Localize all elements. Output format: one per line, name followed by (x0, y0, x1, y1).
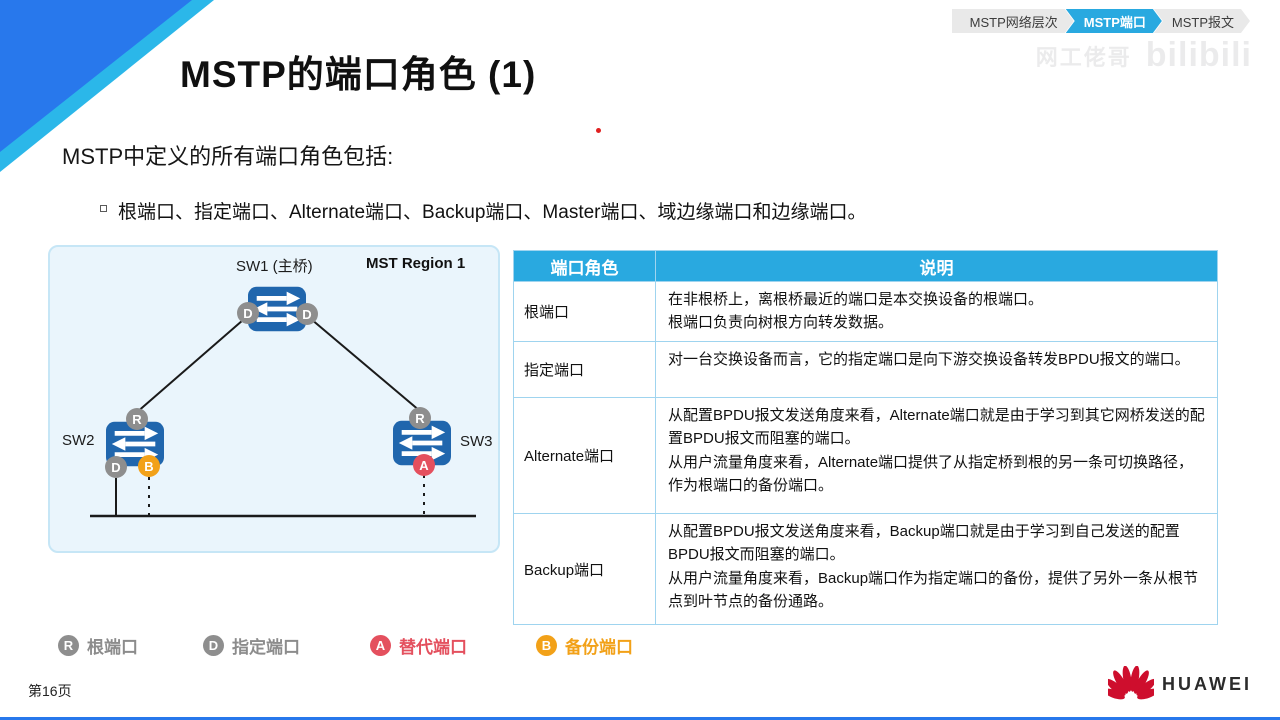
desc-line: 根端口负责向树根方向转发数据。 (668, 314, 894, 332)
huawei-brand: HUAWEI (1108, 666, 1252, 702)
huawei-flower-icon (1108, 666, 1154, 700)
desc-line: 对一台交换设备而言，它的指定端口是向下游交换设备转发BPDU报文的端口。 (668, 351, 1190, 368)
port-badge-sw2-backup: B (138, 455, 160, 477)
desc-line: 从用户流量角度来看，Alternate端口提供了从指定桥到根的另一条可切换路径，… (668, 453, 1194, 494)
desc-line: 在非根桥上，离根桥最近的端口是本交换设备的根端口。 (668, 291, 1044, 308)
root-port-icon: R (58, 635, 79, 656)
legend-label: 根端口 (87, 638, 138, 657)
legend-alternate-port: A 替代端口 (370, 633, 467, 658)
table-row-root-desc: 在非根桥上，离根桥最近的端口是本交换设备的根端口。 根端口负责向树根方向转发数据… (656, 282, 1217, 342)
switch-icon-sw1 (248, 286, 306, 332)
table-row-designated-role: 指定端口 (514, 342, 656, 398)
legend-backup-port: B 备份端口 (536, 633, 633, 658)
topology-links (90, 318, 476, 518)
legend-root-port: R 根端口 (58, 633, 138, 658)
breadcrumb-item-mstp-network[interactable]: MSTP网络层次 (952, 9, 1074, 33)
sw1-label: SW1 (主桥) (236, 258, 313, 275)
table-row-backup-desc: 从配置BPDU报文发送角度来看，Backup端口就是由于学习到自己发送的配置BP… (656, 514, 1217, 624)
corner-accent-blue (0, 0, 192, 152)
table-header-role: 端口角色 (514, 251, 656, 282)
port-badge-sw3-alternate: A (413, 454, 435, 476)
legend-designated-port: D 指定端口 (203, 633, 300, 658)
table-row-alternate-desc: 从配置BPDU报文发送角度来看，Alternate端口就是由于学习到其它网桥发送… (656, 398, 1217, 514)
bilibili-logo: bilibili (1145, 36, 1252, 74)
laser-pointer-dot (596, 128, 601, 133)
breadcrumb: MSTP网络层次 MSTP端口 MSTP报文 (952, 9, 1250, 33)
huawei-wordmark: HUAWEI (1162, 673, 1252, 694)
bullet-text: 根端口、指定端口、Alternate端口、Backup端口、Master端口、域… (118, 202, 867, 223)
desc-line: 从配置BPDU报文发送角度来看，Backup端口就是由于学习到自己发送的配置BP… (668, 523, 1180, 564)
backup-port-icon: B (536, 635, 557, 656)
desc-line: 从用户流量角度来看，Backup端口作为指定端口的备份，提供了另外一条从根节点到… (668, 569, 1199, 610)
table-row-alternate-role: Alternate端口 (514, 398, 656, 514)
port-badge-sw2-root: R (126, 408, 148, 430)
watermark-text: 网工佬哥 (1035, 44, 1132, 70)
table-row-designated-desc: 对一台交换设备而言，它的指定端口是向下游交换设备转发BPDU报文的端口。 (656, 342, 1217, 398)
bullet-marker-icon (100, 205, 107, 212)
network-diagram-panel: SW1 (主桥) MST Region 1 D D SW2 R D B SW3 … (48, 245, 500, 553)
switch-icon-sw3 (393, 420, 451, 466)
switch-icon-sw2 (106, 421, 164, 467)
legend-label: 指定端口 (232, 638, 300, 657)
designated-port-icon: D (203, 635, 224, 656)
table-row-root-role: 根端口 (514, 282, 656, 342)
sw3-label: SW3 (460, 433, 493, 450)
table-header-desc: 说明 (656, 251, 1217, 282)
bottom-accent-bar (0, 717, 1280, 720)
bullet-item: 根端口、指定端口、Alternate端口、Backup端口、Master端口、域… (100, 197, 867, 224)
port-badge-sw1-left-designated: D (237, 302, 259, 324)
port-badge-sw1-right-designated: D (296, 303, 318, 325)
lead-text: MSTP中定义的所有端口角色包括: (62, 144, 394, 169)
port-badge-sw2-designated: D (105, 456, 127, 478)
legend-label: 备份端口 (565, 638, 633, 657)
breadcrumb-item-mstp-bpdu[interactable]: MSTP报文 (1154, 9, 1250, 33)
breadcrumb-item-mstp-port[interactable]: MSTP端口 (1066, 9, 1162, 33)
table-row-backup-role: Backup端口 (514, 514, 656, 624)
watermark: 网工佬哥 bilibili (1036, 36, 1252, 75)
region-label: MST Region 1 (366, 255, 466, 272)
port-role-table: 端口角色 说明 根端口 在非根桥上，离根桥最近的端口是本交换设备的根端口。 根端… (513, 250, 1218, 625)
alternate-port-icon: A (370, 635, 391, 656)
port-badge-sw3-root: R (409, 407, 431, 429)
desc-line: 从配置BPDU报文发送角度来看，Alternate端口就是由于学习到其它网桥发送… (668, 407, 1205, 448)
legend-label: 替代端口 (399, 638, 467, 657)
page-number: 第16页 (28, 683, 72, 699)
page-title: MSTP的端口角色 (1) (180, 54, 537, 95)
sw2-label: SW2 (62, 432, 95, 449)
